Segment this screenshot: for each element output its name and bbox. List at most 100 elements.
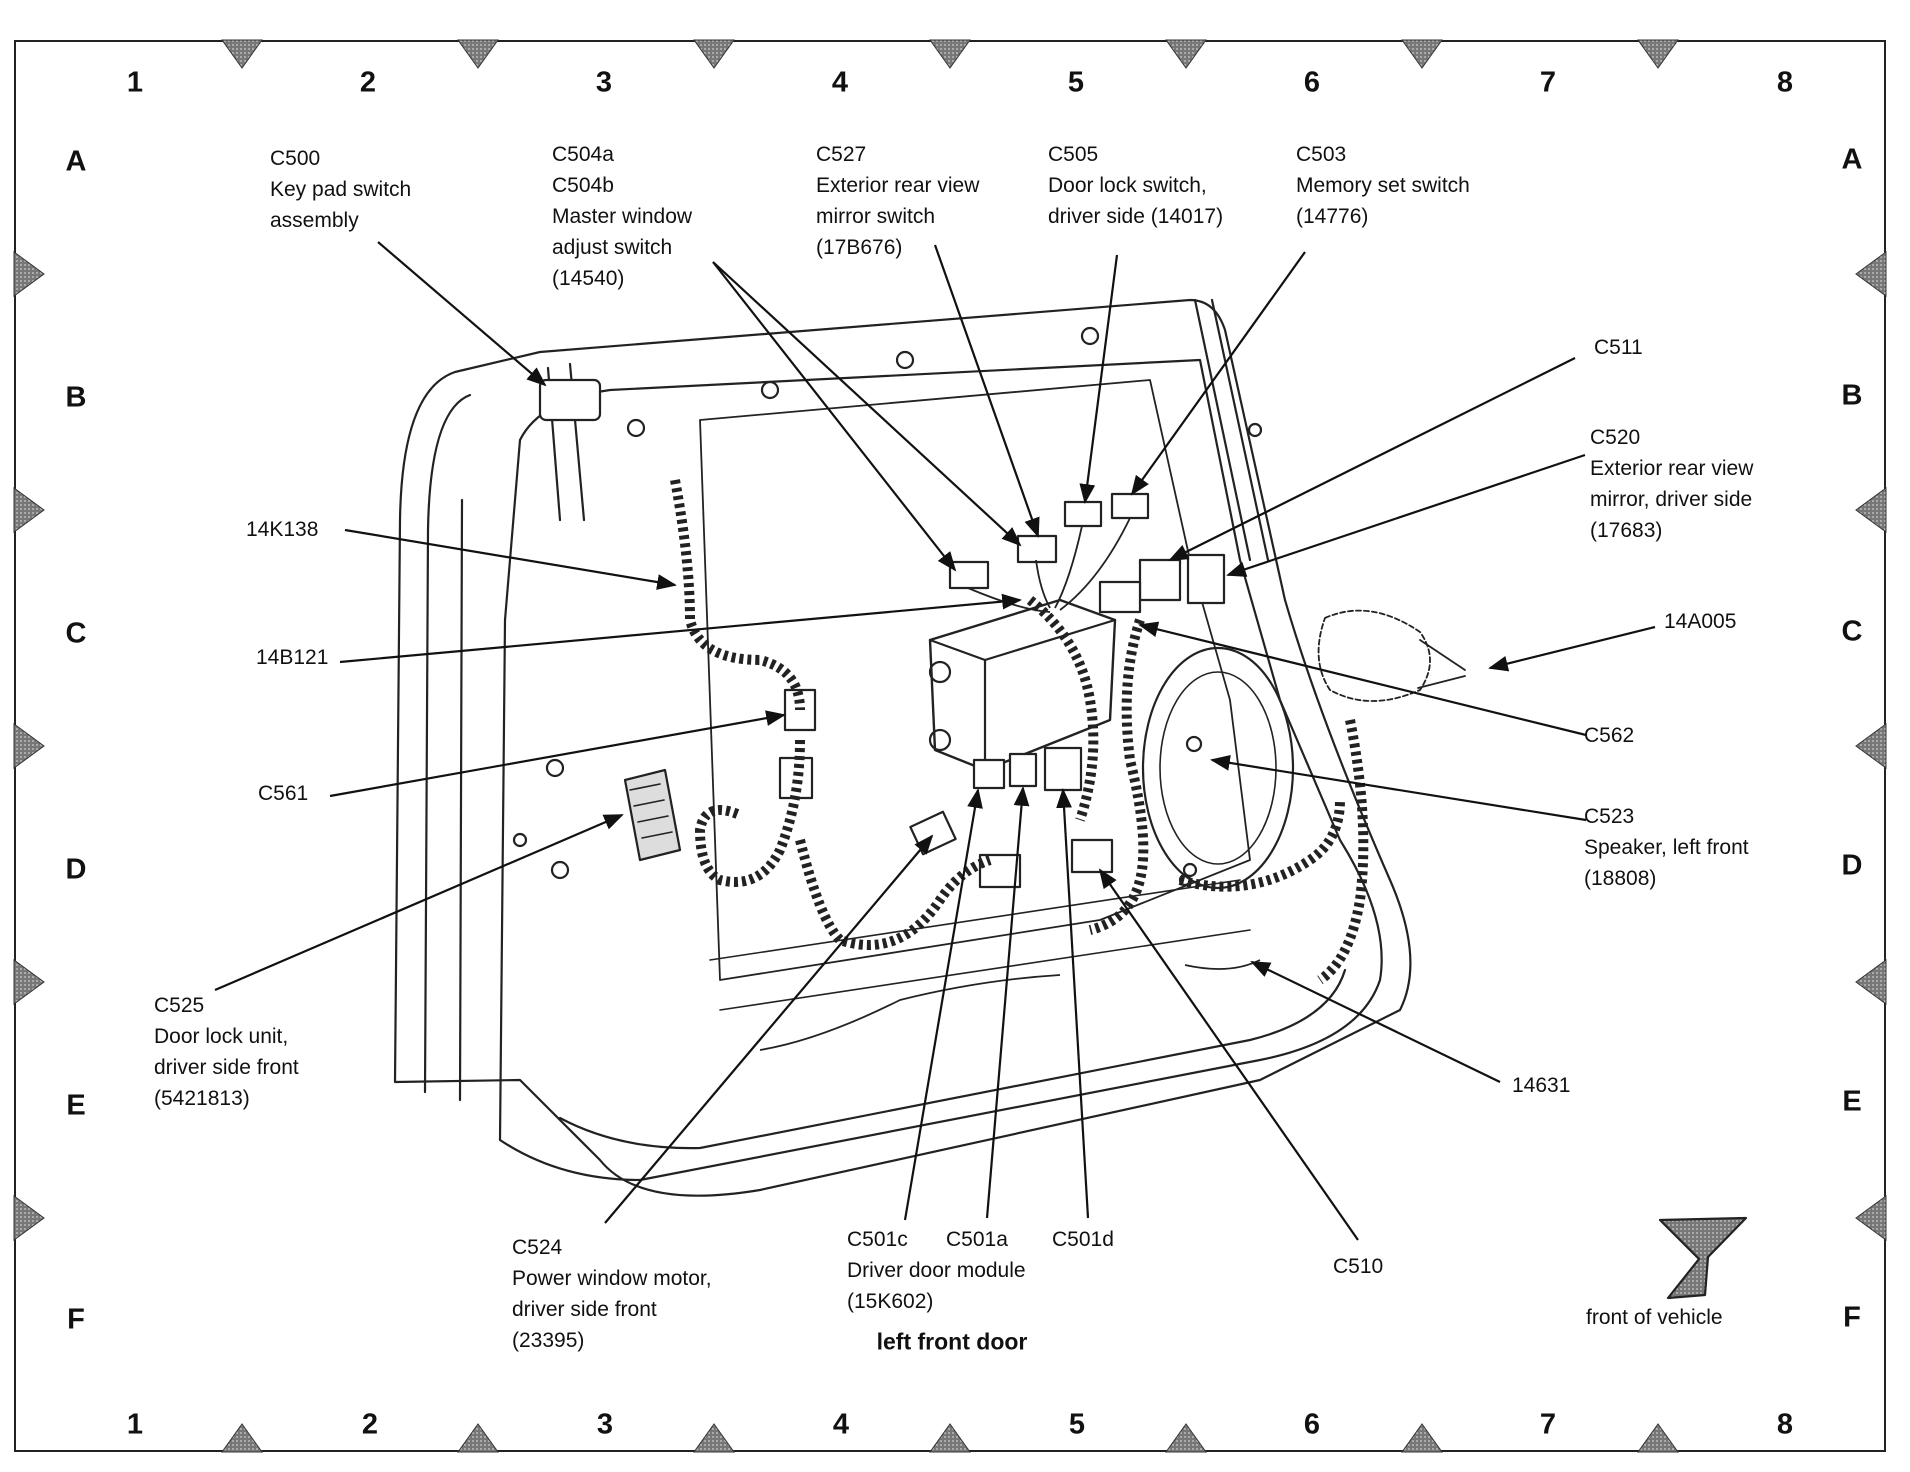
callout-c523-line-2: Speaker, left front — [1584, 836, 1749, 859]
grid-col-1-bottom: 1 — [126, 1408, 144, 1441]
leader-c500 — [377, 241, 547, 387]
callout-c520-line-1: C520 — [1590, 426, 1641, 449]
leader-c520 — [1226, 453, 1586, 577]
grid-col-4-bottom: 4 — [832, 1408, 850, 1441]
callout-c501d: C501d — [1052, 1224, 1114, 1255]
grid-markers-left — [13, 251, 45, 1241]
grid-row-f-left: F — [67, 1303, 85, 1336]
diagram-title: left front door — [876, 1328, 1028, 1355]
callout-c561-line-1: C561 — [258, 782, 309, 805]
callout-14b121-line-1: 14B121 — [256, 646, 329, 669]
callout-c510-line-1: C510 — [1333, 1255, 1384, 1278]
callout-c500-line-2: Key pad switch — [270, 178, 412, 201]
callout-c501d-line-1: C501d — [1052, 1228, 1114, 1251]
callout-c524-line-3: driver side front — [512, 1298, 657, 1321]
leader-c501a — [985, 786, 1030, 1219]
grid-col-6-top: 6 — [1303, 66, 1321, 99]
callout-c520: C520 Exterior rear view mirror, driver s… — [1590, 422, 1753, 546]
grid-row-a-left: A — [65, 145, 87, 178]
callout-14631-line-1: 14631 — [1512, 1074, 1571, 1097]
grid-col-5-top: 5 — [1067, 66, 1085, 99]
grid-row-e-left: E — [66, 1089, 86, 1122]
callout-c504-line-4: adjust switch — [552, 236, 673, 259]
leader-lines — [214, 241, 1656, 1241]
grid-col-5-bottom: 5 — [1068, 1408, 1086, 1441]
grid-col-3-bottom: 3 — [596, 1408, 614, 1441]
leader-c511 — [1168, 357, 1576, 561]
callout-c520-line-2: Exterior rear view — [1590, 457, 1754, 480]
grid-col-6-bottom: 6 — [1303, 1408, 1321, 1441]
leader-c504-a — [712, 261, 957, 572]
callout-c501-line-1: C501c — [847, 1228, 908, 1251]
callout-c500-line-1: C500 — [270, 147, 321, 170]
grid-row-d-left: D — [65, 853, 87, 886]
callout-14a005: 14A005 — [1664, 606, 1736, 637]
callout-c504-line-1: C504a — [552, 143, 614, 166]
callout-c503-line-2: Memory set switch — [1296, 174, 1470, 197]
front-of-vehicle-arrow — [1650, 1216, 1748, 1300]
leader-c504-b — [712, 261, 1022, 547]
leader-14a005 — [1488, 625, 1656, 672]
grid-col-2-top: 2 — [359, 66, 377, 99]
grid-markers-bottom — [221, 1423, 1679, 1453]
callout-c527-line-4: (17B676) — [816, 236, 903, 259]
callout-c504-line-2: C504b — [552, 174, 614, 197]
callout-c503-line-3: (14776) — [1296, 205, 1369, 228]
callout-c504-line-5: (14540) — [552, 267, 625, 290]
grid-row-e-right: E — [1842, 1085, 1862, 1118]
grid-markers-right — [1855, 251, 1887, 1241]
grid-col-2-bottom: 2 — [361, 1408, 379, 1441]
callout-c524-line-2: Power window motor, — [512, 1267, 712, 1290]
callout-c511-line-1: C511 — [1594, 336, 1643, 359]
callout-c501a-line-1: C501a — [946, 1228, 1008, 1251]
callout-14b121: 14B121 — [256, 642, 328, 673]
callout-c525-line-4: (5421813) — [154, 1087, 250, 1110]
callout-c523-line-3: (18808) — [1584, 867, 1657, 890]
grid-col-7-top: 7 — [1539, 66, 1557, 99]
leader-c523 — [1210, 755, 1587, 822]
leader-c505 — [1079, 254, 1119, 504]
callout-c525-line-3: driver side front — [154, 1056, 299, 1079]
callout-c503-line-1: C503 — [1296, 143, 1347, 166]
callout-c527-line-1: C527 — [816, 143, 867, 166]
leader-c527 — [933, 244, 1040, 538]
callout-c503: C503 Memory set switch (14776) — [1296, 139, 1470, 232]
grid-row-b-right: B — [1841, 379, 1863, 412]
callout-c524-line-4: (23395) — [512, 1329, 585, 1352]
leader-c501c — [903, 788, 983, 1221]
callout-14k138-line-1: 14K138 — [246, 518, 319, 541]
callout-c505: C505 Door lock switch, driver side (1401… — [1048, 139, 1223, 232]
leader-c503 — [1130, 251, 1306, 496]
callout-c524-line-1: C524 — [512, 1236, 563, 1259]
callout-c505-line-1: C505 — [1048, 143, 1099, 166]
grid-row-a-right: A — [1841, 143, 1863, 176]
grid-row-c-left: C — [65, 617, 87, 650]
callout-c501-line-3: (15K602) — [847, 1290, 934, 1313]
callout-c500-line-3: assembly — [270, 209, 359, 232]
callout-14a005-line-1: 14A005 — [1664, 610, 1737, 633]
grid-markers-top — [221, 39, 1679, 69]
grid-col-1-top: 1 — [126, 66, 144, 99]
leader-c562 — [1138, 621, 1587, 737]
callout-c510: C510 — [1333, 1251, 1383, 1282]
callout-14631: 14631 — [1512, 1070, 1570, 1101]
callout-c511: C511 — [1594, 332, 1643, 363]
grid-col-8-top: 8 — [1776, 66, 1794, 99]
callout-c525-line-2: Door lock unit, — [154, 1025, 289, 1048]
door-illustration — [393, 298, 1466, 1197]
callout-c523: C523 Speaker, left front (18808) — [1584, 801, 1749, 894]
callout-c524: C524 Power window motor, driver side fro… — [512, 1232, 712, 1356]
callout-c505-line-2: Door lock switch, — [1048, 174, 1207, 197]
callout-c501: C501c Driver door module (15K602) — [847, 1224, 1026, 1317]
leader-14k138 — [344, 528, 677, 590]
callout-c520-line-3: mirror, driver side — [1590, 488, 1753, 511]
leader-c510 — [1098, 868, 1359, 1241]
grid-row-f-right: F — [1843, 1301, 1861, 1334]
callout-c500: C500 Key pad switch assembly — [270, 143, 411, 236]
grid-row-c-right: C — [1841, 615, 1863, 648]
leader-c525 — [214, 813, 624, 992]
leader-14631 — [1250, 961, 1501, 1083]
leader-c501d — [1056, 788, 1090, 1219]
callout-c504: C504a C504b Master window adjust switch … — [552, 139, 692, 294]
